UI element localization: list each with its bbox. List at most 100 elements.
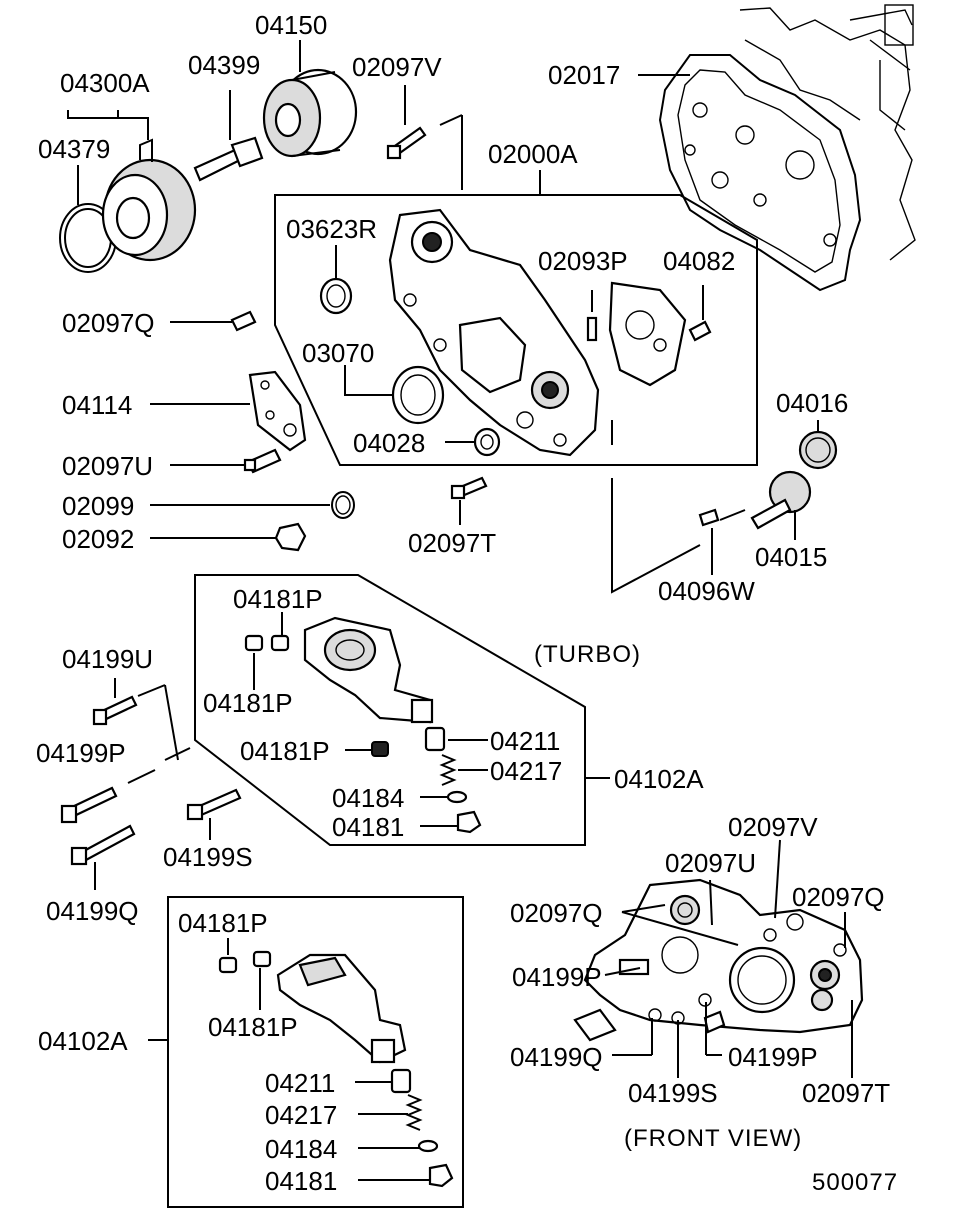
plunger-04211-b [390,1068,412,1094]
gear-04016 [798,420,838,470]
bolt-04199Q-left [70,824,136,890]
case-bracket-lower-line [611,478,701,594]
label-04028: 04028 [353,428,425,458]
spring-04217-a [439,754,457,786]
bolt-02097Q-left [230,310,257,332]
label-02097Q-left: 02097Q [62,308,155,338]
label-04217-a: 04217 [490,756,562,786]
label-03623R: 03623R [286,214,377,244]
label-04096W: 04096W [658,576,755,606]
label-04181P-e: 04181P [208,1012,298,1042]
label-04181P-a: 04181P [233,584,323,614]
leader-02097V-dash [439,114,463,126]
bolt-02097T-mid [450,476,488,525]
oil-pump-case-group-outline [274,194,758,466]
label-02097T-mid: 02097T [408,528,496,558]
label-04300A: 04300A [60,68,150,98]
bolt-04199U [92,678,138,726]
leader-lines [67,40,690,1181]
plug-04181P-e [252,950,272,1010]
label-04379: 04379 [38,134,110,164]
oil-seal-03070 [391,365,445,425]
label-04199P-fv1: 04199P [512,962,602,992]
label-front-view: (FRONT VIEW) [624,1125,802,1152]
label-03070: 03070 [302,338,374,368]
label-04199S-left: 04199S [163,842,253,872]
label-turbo: (TURBO) [534,641,641,668]
label-04199Q-fv: 04199Q [510,1042,603,1072]
label-04015: 04015 [755,542,827,572]
label-02097T-fv: 02097T [802,1078,890,1108]
plug-04181-a [456,810,482,834]
o-ring-02099 [331,491,355,519]
front-view-assembly [573,878,864,1042]
gasket-04114 [248,370,307,452]
plunger-04211-a [424,726,446,752]
label-04184-a: 04184 [332,783,404,813]
oil-pump-case-02000A [388,208,600,457]
plug-04181P-a [270,634,290,652]
label-04181P-c: 04181P [240,736,330,766]
label-02000A: 02000A [488,139,578,169]
spring-04217-b [405,1094,423,1131]
drawing-number: 500077 [812,1169,898,1196]
oil-seal-04028 [473,427,501,457]
bolt-04096W [698,508,720,575]
engine-block-sketch [739,4,916,261]
plug-02092 [274,522,307,552]
oil-cooler-04300A [101,138,197,262]
label-02097U-fv: 02097U [665,848,756,878]
label-02097U-left: 02097U [62,451,153,481]
oil-filter-bracket-group-outline [167,896,464,1208]
label-02097V-top: 02097V [352,52,442,82]
label-04199P-fv2: 04199P [728,1042,818,1072]
label-04199Q-left: 04199Q [46,896,139,926]
oil-seal-03623R [319,277,353,315]
label-04399: 04399 [188,50,260,80]
oil-cooler-bolt-04399 [193,90,264,182]
label-02017: 02017 [548,60,620,90]
label-04181-a: 04181 [332,812,404,842]
bolt-04199S-left [186,788,242,840]
pin-02093P [586,290,598,342]
label-02093P: 02093P [538,246,628,276]
label-02097Q-fv2: 02097Q [792,882,885,912]
bolt-04199P-left [60,786,118,824]
plug-04181P-d [218,938,238,974]
label-04199S-fv: 04199S [628,1078,718,1108]
plug-04181-b [428,1163,454,1188]
bolt-02097U-left [243,448,282,474]
label-02097V-fv: 02097V [728,812,818,842]
front-view-leaders [604,839,853,1078]
turbo-oil-filter-bracket-group-outline [194,574,586,846]
gasket-02017 [658,54,862,292]
label-04211-a: 04211 [490,726,560,756]
leader-04096W-dash [719,509,746,521]
label-04184-b: 04184 [265,1134,337,1164]
label-04082: 04082 [663,246,735,276]
bolt-dash-lines [127,684,191,784]
shaft-gear-04015 [750,470,812,540]
label-04016: 04016 [776,388,848,418]
plug-04181P-b [244,634,264,690]
oil-filter-bracket [276,953,407,1064]
gasket-04184-a [446,790,468,804]
label-04150: 04150 [255,10,327,40]
label-04181-b: 04181 [265,1166,337,1196]
label-04181P-d: 04181P [178,908,268,938]
screw-04082 [688,285,712,342]
label-04102A-a: 04102A [614,764,704,794]
oil-filter-04150 [262,68,358,158]
label-02092: 02092 [62,524,134,554]
label-04114: 04114 [62,390,132,420]
label-04199U: 04199U [62,644,153,674]
label-04217-b: 04217 [265,1100,337,1130]
label-04181P-b: 04181P [203,688,293,718]
pump-cover-plate [608,281,687,387]
label-02099: 02099 [62,491,134,521]
label-04199P-left: 04199P [36,738,126,768]
label-02097Q-fv1: 02097Q [510,898,603,928]
label-04211-b: 04211 [265,1068,335,1098]
label-04102A-b: 04102A [38,1026,128,1056]
